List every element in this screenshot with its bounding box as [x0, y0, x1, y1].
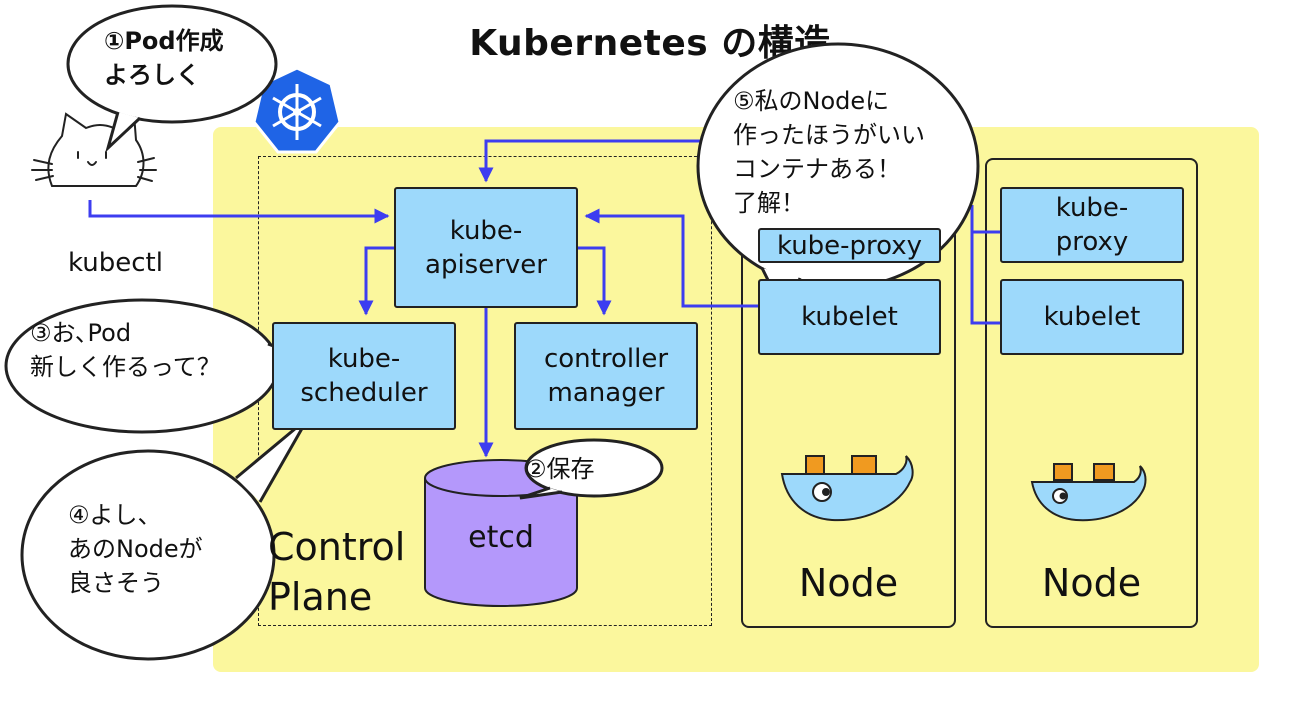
- controller-manager-box: controller manager: [514, 322, 698, 430]
- node-label-2: Node: [1041, 561, 1142, 605]
- bubble-2-text: ②保存: [525, 455, 595, 483]
- bubble-4-text: ④よし、 あのNodeが 良さそう: [68, 501, 203, 597]
- kube-proxy-box-1: kube-proxy: [758, 228, 941, 263]
- diagram-title: Kubernetes の構造: [469, 23, 831, 64]
- arrow-apiserver-to-controller: [578, 246, 612, 316]
- speech-bubble-1: [66, 4, 278, 153]
- connector-node2: [970, 230, 1000, 325]
- bubble-5-text: ⑤私のNodeに 作ったほうがいい コンテナある！ 了解！: [733, 87, 925, 217]
- kubectl-label: kubectl: [68, 248, 163, 278]
- bubble-3-text: ③お､Pod 新しく作るって？: [30, 319, 221, 381]
- docker-whale-icon-2: [1030, 463, 1147, 522]
- control-plane-label: Control Plane: [268, 525, 406, 619]
- arrow-apiserver-to-scheduler: [358, 246, 394, 316]
- arrow-kubelet1-to-apiserver: [584, 208, 758, 308]
- bubble-1-text: ①Pod作成 よろしく: [104, 27, 224, 89]
- kube-scheduler-box: kube- scheduler: [272, 322, 456, 430]
- speech-bubble-4: [20, 416, 310, 661]
- docker-whale-icon-1: [780, 455, 914, 522]
- etcd-label: etcd: [468, 520, 534, 555]
- kube-apiserver-box: kube- apiserver: [394, 187, 578, 308]
- kubelet-box-1: kubelet: [758, 279, 941, 355]
- node-label-1: Node: [798, 561, 899, 605]
- node-box-2: [985, 158, 1198, 628]
- kube-proxy-box-2: kube- proxy: [1000, 187, 1184, 263]
- speech-bubble-2: [519, 438, 664, 500]
- cat-face-icon: [31, 112, 157, 187]
- kubelet-box-2: kubelet: [1000, 279, 1184, 355]
- arrow-kubectl-to-apiserver: [88, 200, 390, 224]
- arrow-top-to-apiserver: [478, 139, 730, 183]
